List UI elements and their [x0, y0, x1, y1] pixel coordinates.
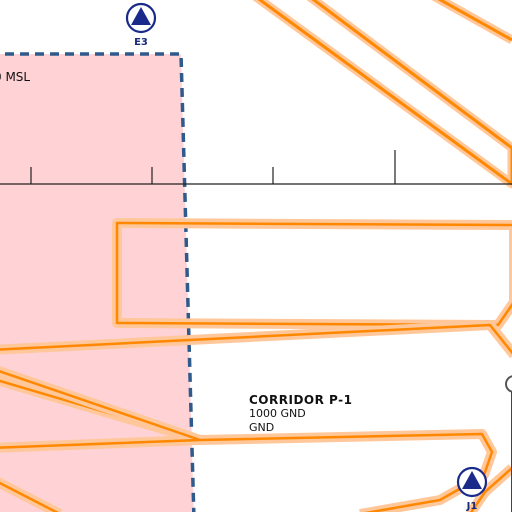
waypoint-j1-label: J1: [466, 501, 478, 512]
corridor-p1-diagonal-line: [0, 370, 201, 512]
corridor-northeast[interactable]: [252, 0, 512, 189]
navaid-circle-icon: [505, 375, 512, 393]
corridor-lower-limit-label: GND: [249, 421, 274, 434]
scale-bar: [0, 150, 512, 185]
waypoint-e3-label: E3: [134, 37, 148, 48]
restricted-area-altitude-label: 0 MSL: [0, 70, 30, 84]
corridor-p1[interactable]: CORRIDOR P-1 1000 GND GND: [0, 218, 512, 512]
corridor-p1-band-upper-line: [115, 221, 512, 327]
corridor-p1-east-line: [469, 467, 512, 512]
corridor-upper-limit-label: 1000 GND: [249, 407, 306, 420]
waypoint-j1-triangle-icon: [462, 471, 482, 489]
waypoint-j1[interactable]: J1: [456, 466, 488, 512]
waypoint-e3-triangle-icon: [131, 7, 151, 25]
corridor-northeast-line: [257, 0, 512, 186]
corridor-name-label: CORRIDOR P-1: [249, 393, 352, 407]
restricted-area-border: [0, 52, 196, 512]
navaid-marker[interactable]: [505, 375, 512, 512]
corridor-northeast-inner-line: [437, 0, 512, 42]
waypoint-e3[interactable]: E3: [125, 2, 157, 48]
